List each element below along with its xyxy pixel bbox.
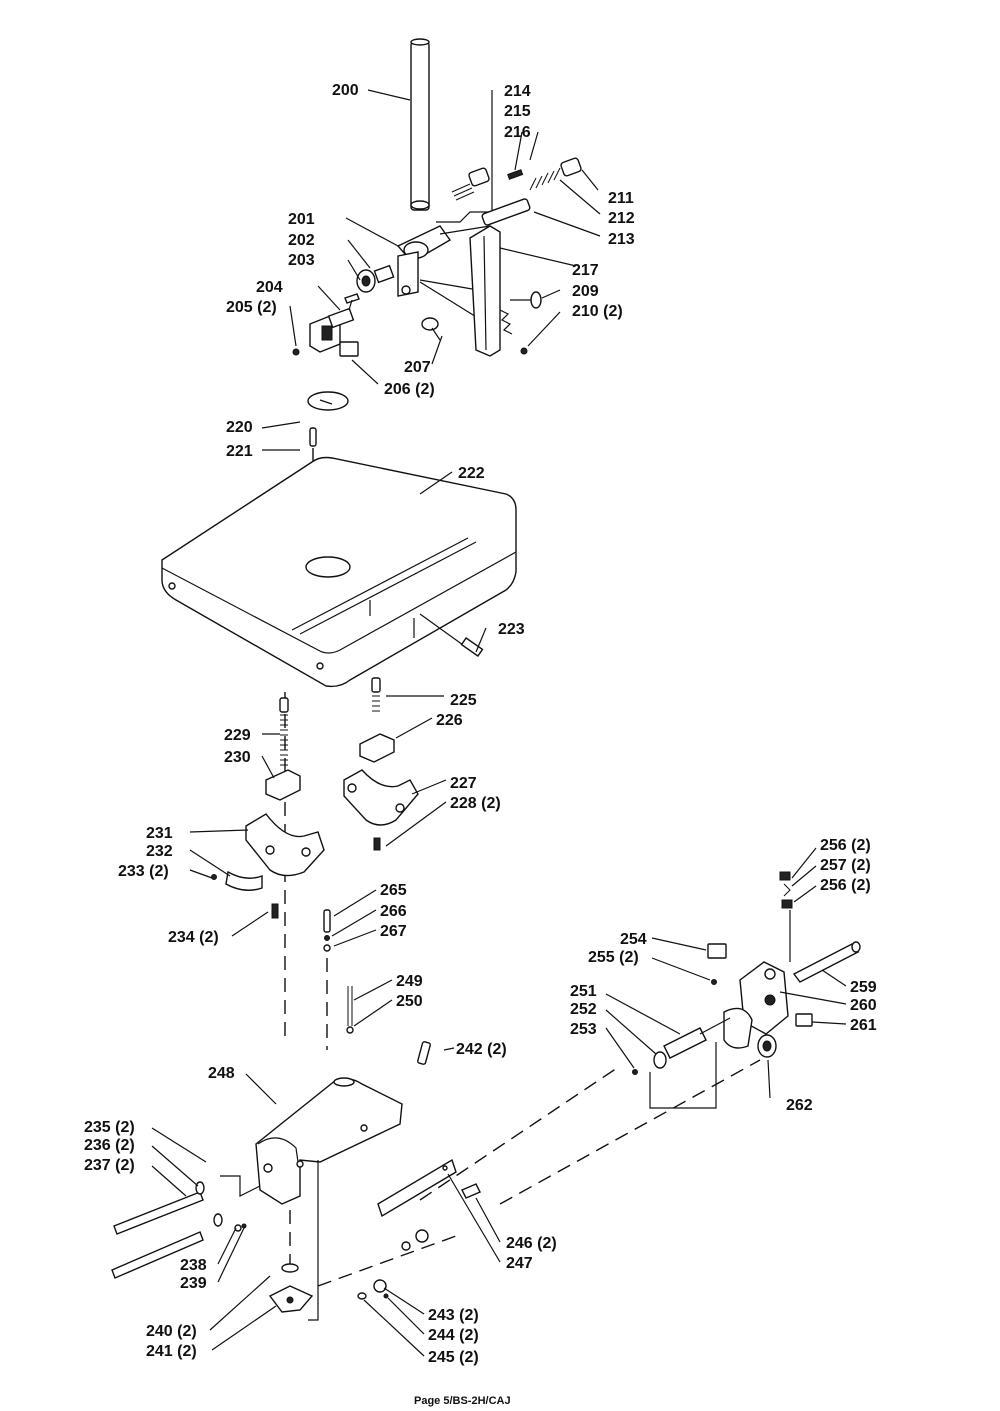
label-247: 247 [506,1255,533,1272]
label-206: 206 (2) [384,381,435,398]
label-230: 230 [224,749,251,766]
label-204: 204 [256,279,283,296]
upper-guide-assembly [292,38,582,357]
label-246: 246 (2) [506,1235,557,1252]
guide-post [410,41,430,211]
callout-labels: 200 214 215 216 211 212 213 201 202 203 … [84,82,877,1366]
label-237: 237 (2) [84,1157,135,1174]
label-254: 254 [620,931,647,948]
label-213: 213 [608,231,635,248]
label-209: 209 [572,283,599,300]
label-215: 215 [504,103,531,120]
label-239: 239 [180,1275,207,1292]
label-234: 234 (2) [168,929,219,946]
label-253: 253 [570,1021,597,1038]
label-262: 262 [786,1097,813,1114]
label-232: 232 [146,843,173,860]
label-216: 216 [504,124,531,141]
label-257: 257 (2) [820,857,871,874]
label-248: 248 [208,1065,235,1082]
label-251: 251 [570,983,597,1000]
label-238: 238 [180,1257,207,1274]
label-203: 203 [288,252,315,269]
label-245: 245 (2) [428,1349,479,1366]
label-267: 267 [380,923,407,940]
label-229: 229 [224,727,251,744]
label-231: 231 [146,825,173,842]
label-226: 226 [436,712,463,729]
lower-guide-assembly [419,871,861,1205]
label-241: 241 (2) [146,1343,197,1360]
label-261: 261 [850,1017,877,1034]
label-225: 225 [450,692,477,709]
label-256-bottom: 256 (2) [820,877,871,894]
label-205: 205 (2) [226,299,277,316]
label-217: 217 [572,262,599,279]
label-249: 249 [396,973,423,990]
label-235: 235 (2) [84,1119,135,1136]
label-255: 255 (2) [588,949,639,966]
table-assembly [161,391,517,1040]
label-212: 212 [608,210,635,227]
label-200: 200 [332,82,359,99]
label-221: 221 [226,443,253,460]
table-insert [307,391,349,411]
label-252: 252 [570,1001,597,1018]
label-228: 228 (2) [450,795,501,812]
label-242: 242 (2) [456,1041,507,1058]
label-233: 233 (2) [118,863,169,880]
label-202: 202 [288,232,315,249]
label-259: 259 [850,979,877,996]
label-201: 201 [288,211,315,228]
label-265: 265 [380,882,407,899]
label-222: 222 [458,465,485,482]
label-236: 236 (2) [84,1137,135,1154]
label-223: 223 [498,621,525,638]
label-211: 211 [608,190,634,207]
label-227: 227 [450,775,477,792]
label-240: 240 (2) [146,1323,197,1340]
label-250: 250 [396,993,423,1010]
label-260: 260 [850,997,877,1014]
trunnion-assembly [211,677,419,1050]
page-footer: Page 5/BS-2H/CAJ [414,1395,511,1407]
label-266: 266 [380,903,407,920]
label-220: 220 [226,419,253,436]
label-244: 244 (2) [428,1327,479,1344]
label-207: 207 [404,359,431,376]
label-256-top: 256 (2) [820,837,871,854]
label-210: 210 (2) [572,303,623,320]
label-214: 214 [504,83,531,100]
leader-lines [151,89,847,1357]
base-trunnion-assembly [111,1041,481,1321]
label-243: 243 (2) [428,1307,479,1324]
